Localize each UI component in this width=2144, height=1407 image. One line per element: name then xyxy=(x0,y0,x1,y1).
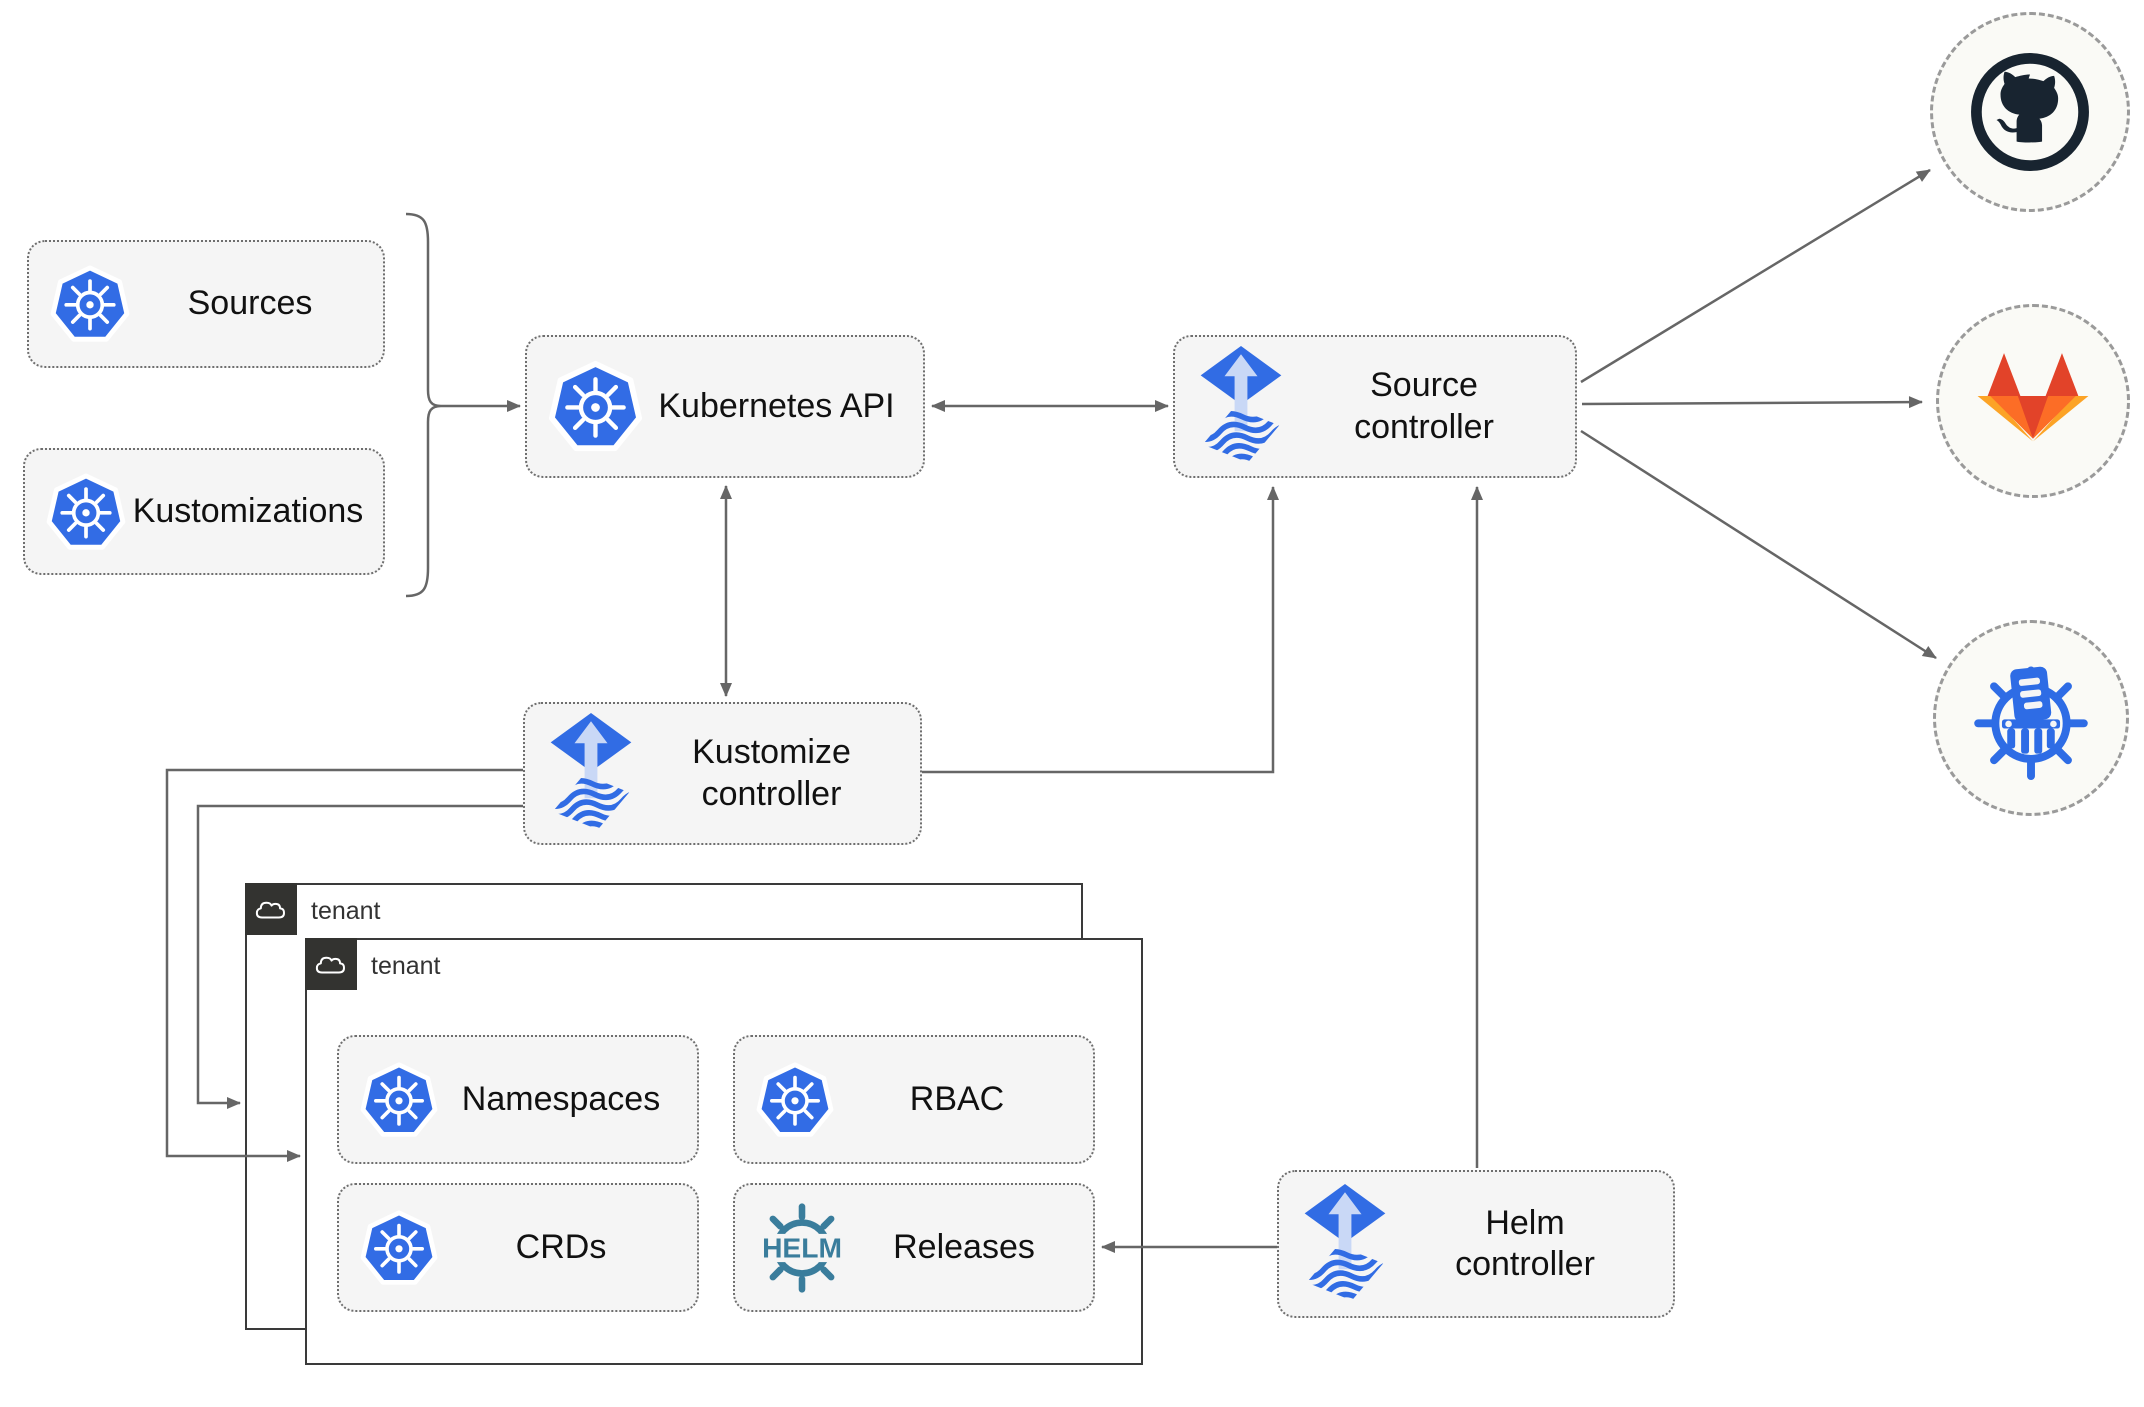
rbac-label: RBAC xyxy=(909,1079,1005,1118)
flux-icon xyxy=(545,713,637,834)
kubernetes-api-box: Kubernetes API xyxy=(525,335,925,478)
crds-box: CRDs xyxy=(337,1183,699,1312)
sources-label: Sources xyxy=(187,284,313,323)
tenant-label-outer: tenant xyxy=(311,897,381,925)
helm-logo-text: HELM xyxy=(762,1231,842,1263)
namespaces-label: Namespaces xyxy=(461,1079,661,1118)
cloud-icon xyxy=(314,951,348,977)
bracket-sources-group xyxy=(405,212,442,598)
cloud-icon xyxy=(254,896,288,922)
releases-label: Releases xyxy=(893,1227,1035,1266)
kustomize-controller-box: Kustomize controller xyxy=(523,702,922,845)
gitlab-icon xyxy=(1970,338,2096,464)
harbor-node xyxy=(1933,620,2129,816)
kustomizations-box: Kustomizations xyxy=(23,448,385,575)
github-node xyxy=(1930,12,2130,212)
sources-box: Sources xyxy=(27,240,385,368)
rbac-box: RBAC xyxy=(733,1035,1095,1164)
source-controller-label: Source controller xyxy=(1354,366,1494,446)
helm-controller-label: Helm controller xyxy=(1455,1203,1595,1283)
kubernetes-api-label: Kubernetes API xyxy=(658,386,895,425)
flux-icon xyxy=(1195,346,1287,467)
kustomize-controller-label: Kustomize controller xyxy=(692,733,851,813)
kubernetes-icon xyxy=(359,1060,439,1140)
github-icon xyxy=(1963,45,2097,179)
edge-source-to-github xyxy=(1580,168,1931,384)
edge-source-to-gitlab xyxy=(1581,396,1923,409)
tenant-tab-inner xyxy=(304,937,357,990)
kubernetes-icon xyxy=(45,471,127,553)
crds-label: CRDs xyxy=(515,1227,607,1266)
source-controller-box: Source controller xyxy=(1173,335,1577,478)
helm-icon: HELM xyxy=(755,1202,849,1293)
kubernetes-icon xyxy=(755,1060,835,1140)
harbor-icon xyxy=(1965,652,2097,784)
tenant-label-inner: tenant xyxy=(371,952,441,980)
namespaces-box: Namespaces xyxy=(337,1035,699,1164)
kubernetes-icon xyxy=(547,358,644,455)
gitlab-node xyxy=(1936,304,2130,498)
kustomizations-label: Kustomizations xyxy=(132,491,364,530)
helm-controller-box: Helm controller xyxy=(1277,1170,1675,1318)
flux-icon xyxy=(1299,1184,1391,1305)
edge-kustomize-to-source-controller xyxy=(922,486,1279,774)
kubernetes-icon xyxy=(359,1208,439,1288)
releases-box: HELM Releases xyxy=(733,1183,1095,1312)
edge-source-to-harbor xyxy=(1580,429,1937,660)
tenant-tab-outer xyxy=(244,882,297,935)
kubernetes-icon xyxy=(49,263,131,345)
